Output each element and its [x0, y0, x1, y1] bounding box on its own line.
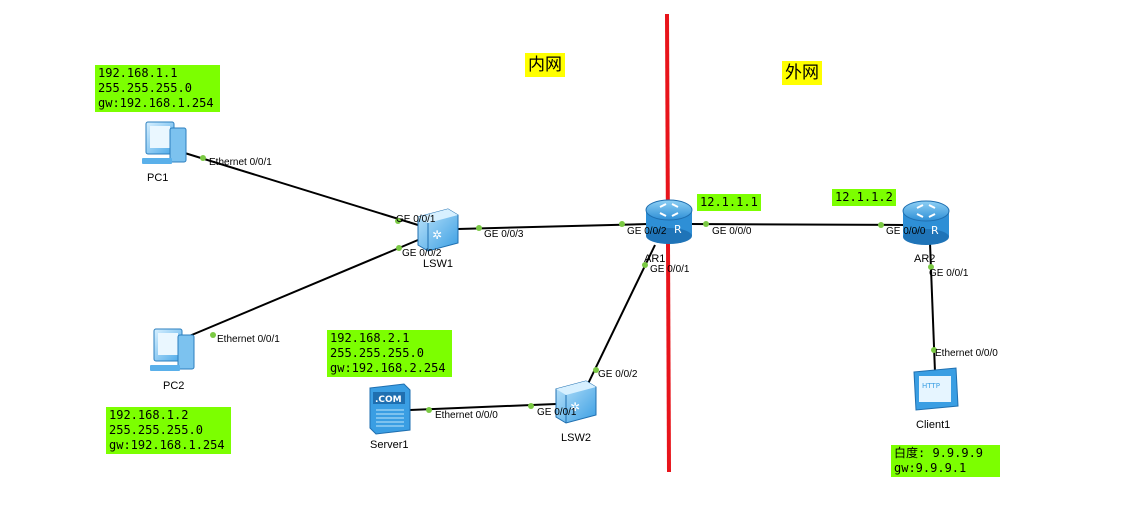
port-dot: [931, 347, 937, 353]
pc2-device[interactable]: [150, 328, 195, 371]
svg-text:✲: ✲: [432, 228, 442, 242]
port-label: Ethernet 0/0/0: [435, 410, 498, 421]
ip-note-ar2: 12.1.1.2: [832, 189, 896, 206]
port-dot: [426, 407, 432, 413]
pc-icon: [142, 121, 187, 164]
pc1-device[interactable]: [142, 121, 187, 164]
server-badge: .COM: [375, 395, 402, 405]
zone-label-outer: 外网: [782, 61, 822, 85]
link-ar1-ar2: [689, 223, 906, 226]
port-dot: [703, 221, 709, 227]
port-label: Ethernet 0/0/1: [217, 334, 280, 345]
ar2-device[interactable]: R: [902, 200, 950, 245]
port-dot: [528, 403, 534, 409]
client1-label: Client1: [916, 419, 950, 431]
link-pc1-lsw1: [174, 149, 419, 226]
client-badge: HTTP: [922, 382, 940, 390]
pc2-label: PC2: [163, 380, 184, 392]
svg-text:R: R: [931, 224, 939, 237]
port-label: GE 0/0/1: [650, 264, 690, 275]
port-label: GE 0/0/2: [627, 226, 667, 237]
link-ar1-lsw2: [584, 244, 656, 391]
ar1-device[interactable]: R: [645, 199, 693, 244]
ip-note-client1: 白度: 9.9.9.9 gw:9.9.9.1: [891, 445, 1000, 477]
port-label: GE 0/0/2: [402, 248, 442, 259]
port-dot: [619, 221, 625, 227]
port-labels: Ethernet 0/0/1 GE 0/0/1 Ethernet 0/0/1 G…: [209, 157, 998, 421]
link-lsw1-ar1: [457, 223, 649, 230]
router-icon: R: [645, 199, 693, 244]
port-dot: [395, 218, 401, 224]
port-dot: [878, 222, 884, 228]
client1-device[interactable]: HTTP: [913, 367, 959, 411]
svg-text:✲: ✲: [570, 400, 580, 414]
port-label: GE 0/0/3: [484, 229, 524, 240]
server-icon: .COM: [369, 383, 411, 435]
port-label: GE 0/0/1: [929, 268, 969, 279]
port-label: GE 0/0/2: [598, 369, 638, 380]
port-dot: [642, 262, 648, 268]
pc1-label: PC1: [147, 172, 168, 184]
port-label: Ethernet 0/0/1: [209, 157, 272, 168]
server1-label: Server1: [370, 439, 409, 451]
ar2-label: AR2: [914, 253, 935, 265]
ip-note-server1: 192.168.2.1 255.255.255.0 gw:192.168.2.2…: [327, 330, 452, 377]
port-dot: [200, 155, 206, 161]
port-label: GE 0/0/1: [396, 214, 436, 225]
lsw2-label: LSW2: [561, 432, 591, 444]
port-dot: [210, 332, 216, 338]
client-icon: HTTP: [913, 367, 959, 411]
server1-device[interactable]: .COM: [369, 383, 411, 435]
ip-note-pc2: 192.168.1.2 255.255.255.0 gw:192.168.1.2…: [106, 407, 231, 454]
lsw1-device[interactable]: ✲: [417, 208, 459, 252]
lsw1-label: LSW1: [423, 258, 453, 270]
zone-label-inner: 内网: [525, 53, 565, 77]
port-label: Ethernet 0/0/0: [935, 348, 998, 359]
lsw2-device[interactable]: ✲: [555, 380, 597, 424]
links: [174, 149, 936, 411]
link-pc2-lsw1: [174, 239, 419, 343]
svg-text:R: R: [674, 223, 682, 236]
port-dot: [593, 367, 599, 373]
router-icon: R: [902, 200, 950, 245]
port-dot: [928, 264, 934, 270]
ip-note-pc1: 192.168.1.1 255.255.255.0 gw:192.168.1.2…: [95, 65, 220, 112]
port-dot: [476, 225, 482, 231]
port-label: GE 0/0/0: [886, 226, 926, 237]
port-dots: [200, 155, 937, 413]
port-label: GE 0/0/0: [712, 226, 752, 237]
switch-icon: ✲: [555, 380, 597, 424]
ar1-label: AR1: [644, 253, 665, 265]
port-dot: [396, 245, 402, 251]
switch-icon: ✲: [417, 208, 459, 252]
port-label: GE 0/0/1: [537, 407, 577, 418]
pc-icon: [150, 328, 195, 371]
ip-note-ar1: 12.1.1.1: [697, 194, 761, 211]
